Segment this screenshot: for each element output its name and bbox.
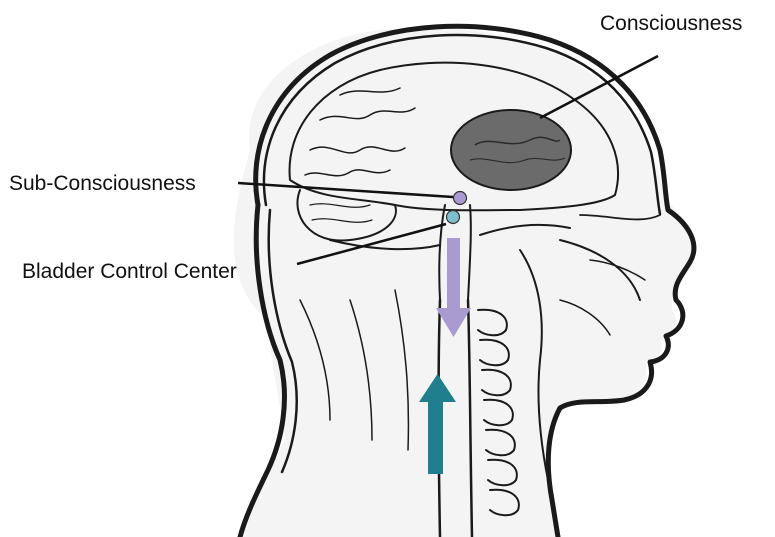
bladder-control-center-dot <box>447 211 460 224</box>
anatomy-background <box>234 28 694 537</box>
consciousness-region <box>451 110 571 190</box>
bladder-control-center-label: Bladder Control Center <box>22 260 237 283</box>
consciousness-label: Consciousness <box>600 12 742 35</box>
sub-consciousness-label: Sub-Consciousness <box>9 172 196 195</box>
sub-consciousness-dot <box>454 192 467 205</box>
